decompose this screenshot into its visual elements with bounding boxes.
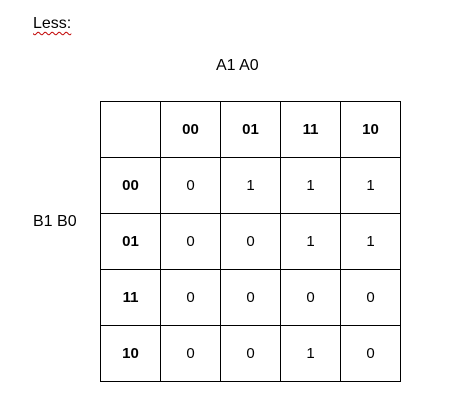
- table-cell: 0: [220, 213, 281, 270]
- table-cell: 1: [340, 157, 401, 214]
- row-variables-label: B1 B0: [33, 213, 77, 230]
- table-cell: 0: [160, 157, 221, 214]
- table-row: 11 0 0 0 0: [100, 269, 401, 326]
- table-cell: 0: [220, 269, 281, 326]
- table-row: 00 0 1 1 1: [100, 157, 401, 214]
- table-row: 10 0 0 1 0: [100, 325, 401, 382]
- table-cell: 1: [280, 213, 341, 270]
- table-cell: 1: [280, 325, 341, 382]
- row-header: 01: [100, 213, 161, 270]
- table-cell: 1: [340, 213, 401, 270]
- table-cell: 1: [280, 157, 341, 214]
- row-header: 00: [100, 157, 161, 214]
- karnaugh-map-table: 00 01 11 10 00 0 1 1 1 01 0 0 1 1 11 0 0…: [100, 101, 401, 382]
- column-header: 10: [340, 101, 401, 158]
- table-cell: 0: [160, 325, 221, 382]
- column-header: 01: [220, 101, 281, 158]
- table-cell: 1: [220, 157, 281, 214]
- table-header-row: 00 01 11 10: [100, 101, 401, 158]
- column-header: 11: [280, 101, 341, 158]
- table-cell: 0: [160, 269, 221, 326]
- table-cell: 0: [220, 325, 281, 382]
- row-header: 11: [100, 269, 161, 326]
- table-cell: 0: [280, 269, 341, 326]
- table-cell: 0: [340, 325, 401, 382]
- page-title: Less:: [33, 15, 72, 32]
- column-variables-label: A1 A0: [216, 57, 259, 74]
- corner-cell: [100, 101, 161, 158]
- table-cell: 0: [340, 269, 401, 326]
- table-cell: 0: [160, 213, 221, 270]
- table-row: 01 0 0 1 1: [100, 213, 401, 270]
- column-header: 00: [160, 101, 221, 158]
- row-header: 10: [100, 325, 161, 382]
